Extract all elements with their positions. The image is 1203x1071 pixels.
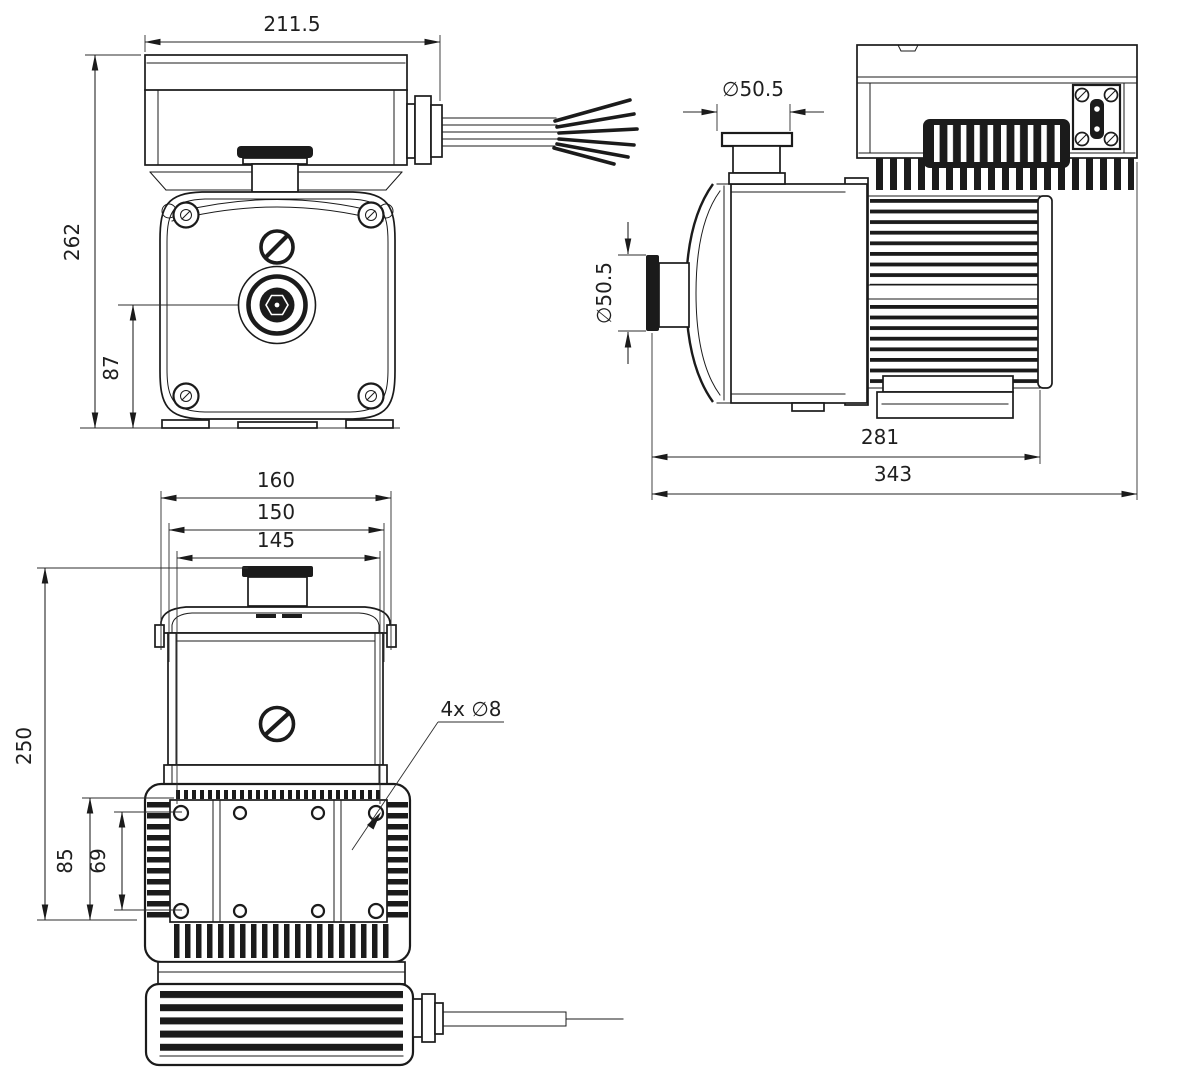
front-view: 211.5 262 87 xyxy=(60,12,639,429)
dim-text-dia-50-5-side: ∅50.5 xyxy=(592,262,616,324)
dim-text-69: 69 xyxy=(86,848,110,873)
side-view: ∅50.5 ∅50.5 281 343 xyxy=(592,44,1138,500)
mount-hole xyxy=(310,805,326,821)
dim-text-262: 262 xyxy=(60,223,84,261)
drain-tab xyxy=(791,402,825,412)
impeller-hex-nut xyxy=(265,294,289,316)
dim-text-160: 160 xyxy=(257,468,295,492)
bottom-cable xyxy=(442,1011,624,1027)
mounting-plate xyxy=(169,799,388,923)
dim-text-343: 343 xyxy=(874,462,912,486)
dim-bottom-bolt-span-width: 145 xyxy=(176,528,381,804)
dim-bottom-cover-width: 160 xyxy=(160,468,392,650)
dim-front-overall-width: 211.5 xyxy=(144,12,441,101)
motor-bracket-lower xyxy=(876,391,1014,419)
mount-hole xyxy=(172,804,190,822)
cable-connector xyxy=(1090,99,1104,139)
corner-screw xyxy=(357,382,385,410)
dim-text-145: 145 xyxy=(257,528,295,552)
dim-side-body-length: 281 xyxy=(651,333,1041,500)
gland-screw xyxy=(1103,87,1119,103)
front-cable-gland xyxy=(406,95,443,165)
vent-screw xyxy=(259,229,295,265)
bottom-cable-gland xyxy=(412,993,444,1043)
power-cable xyxy=(441,98,639,166)
dim-bottom-body-width: 150 xyxy=(168,500,385,662)
corner-screw xyxy=(172,201,200,229)
dim-text-85: 85 xyxy=(53,848,77,873)
side-fins-right xyxy=(387,802,408,920)
dim-text-211-5: 211.5 xyxy=(263,12,320,36)
dim-text-4x-dia8: 4x ∅8 xyxy=(440,697,501,721)
pump-cover-edge xyxy=(684,183,732,404)
gland-screw xyxy=(1103,131,1119,147)
mount-hole xyxy=(232,903,248,919)
callout-mount-holes: 4x ∅8 xyxy=(351,697,504,851)
mount-hole xyxy=(310,903,326,919)
dim-text-dia-50-5-top: ∅50.5 xyxy=(722,77,784,101)
side-suction-port xyxy=(646,255,690,331)
mount-hole xyxy=(367,902,385,920)
bottom-view: 160 150 145 250 85 69 xyxy=(12,468,624,1067)
mount-hole xyxy=(172,902,190,920)
gland-screw xyxy=(1074,87,1090,103)
side-motor xyxy=(866,195,1053,419)
corner-screw xyxy=(172,382,200,410)
bottom-cover-band xyxy=(154,606,397,648)
bottom-fins xyxy=(174,924,390,958)
motor-bracket-upper xyxy=(882,375,1014,393)
foot-right xyxy=(345,419,394,429)
bottom-top-port xyxy=(242,566,313,607)
front-pump-housing xyxy=(80,191,400,429)
mount-hole xyxy=(232,805,248,821)
dim-text-281: 281 xyxy=(861,425,899,449)
dim-side-top-port-diameter: ∅50.5 xyxy=(683,77,824,131)
box-fin-stripes xyxy=(160,991,403,1051)
side-gland-plate xyxy=(1071,83,1122,151)
side-pump-body xyxy=(684,177,869,412)
gland-screw xyxy=(1074,131,1090,147)
heatsink-block xyxy=(923,119,1070,168)
side-fins-left xyxy=(147,802,170,920)
dim-front-overall-height: 262 xyxy=(60,54,141,429)
dim-side-overall-length: 343 xyxy=(651,162,1138,500)
bottom-motor-housing xyxy=(143,782,412,964)
cable-wire-fan xyxy=(552,98,639,166)
motor-end-cap xyxy=(1037,195,1053,389)
cover-tab-right xyxy=(386,624,397,648)
vent-dot-band xyxy=(176,790,384,799)
cover-tab-left xyxy=(154,624,165,648)
dim-text-150: 150 xyxy=(257,500,295,524)
dim-side-suction-port-diameter: ∅50.5 xyxy=(592,222,646,364)
front-top-port xyxy=(237,146,313,193)
side-top-port xyxy=(720,131,794,185)
dim-text-87: 87 xyxy=(99,355,123,380)
bottom-control-box xyxy=(144,961,415,1067)
bottom-vent-screw xyxy=(258,705,296,743)
dim-bottom-bolt-span-depth: 69 xyxy=(86,811,182,911)
dim-front-port-center-height: 87 xyxy=(99,304,137,429)
front-center-port xyxy=(237,265,317,345)
body-flange xyxy=(163,764,388,785)
dim-text-250: 250 xyxy=(12,727,36,765)
foot-left xyxy=(161,419,210,429)
dim-bottom-mount-depth: 85 xyxy=(53,797,174,921)
foot-center xyxy=(237,421,318,429)
bottom-pump-body xyxy=(163,632,388,785)
corner-screw xyxy=(357,201,385,229)
